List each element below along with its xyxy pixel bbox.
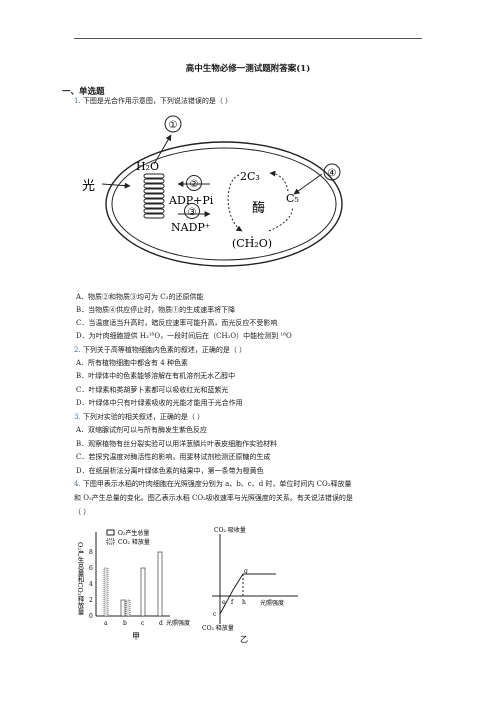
label-circle-1: ① [169,120,178,131]
page-title: 高中生物必修一测试题附答案(1) [185,64,311,74]
header-rule [74,38,422,39]
jia-bar-a-co2 [103,567,109,617]
jia-bar-b-co2 [125,599,131,617]
q3-option-a: A．双缩脲试剂可以与所有酶发生紫色反应 [76,426,208,434]
photosynthesis-diagram: ① 光 H₂O ② ADP+Pi ③ NADP⁺ 2C₃ C₅ 酶 (CH₂O)… [82,115,343,267]
label-c5: C₅ [286,192,299,205]
question-2-stem: 2. 下列关于高等植物细胞内色素的叙述，正确的是（ ） [74,346,246,355]
jia-tick-6: 6 [89,565,93,572]
label-light: 光 [82,179,95,194]
question-number: 1. [74,97,81,105]
yi-ytop: CO₂ 吸收量 [214,526,246,534]
q1-option-c: C．当温度适当升高时，暗反应速率可能升高，而光反应不受影响 [76,319,278,327]
jia-legend-o2: O₂产生总量 [118,529,149,537]
question-4-stem-line3: （ ） [74,508,91,516]
chart-yi: CO₂ 吸收量 g e f h c 光照强度 CO₂ 释放量 乙 [202,526,298,644]
q3-option-b: B．观察植物有丝分裂实验可以用洋葱鳞片叶表皮细胞作实验材料 [76,440,278,448]
q2-option-a: A．所有植物细胞中都含有 4 种色素 [76,359,188,367]
label-h2o: H₂O [136,160,159,173]
yi-xlabel: 光照强度 [260,599,284,607]
q1-option-b: B．当物质④供应停止时，物质①的生成速率将下降 [76,306,236,314]
question-text: 下列对实验的相关叙述，正确的是（ ） [82,413,205,421]
question-4-stem-line2: 和 O₂产生总量的变化。图乙表示水稻 CO₂吸收速率与光照强度的关系。有关说法错… [74,494,353,502]
q1-option-a: A．物质②和物质③均可为 C₃的还原供能 [76,293,204,301]
question-number: 3. [74,413,81,421]
jia-tick-4: 4 [89,581,93,588]
yi-pt-f: f [231,599,234,606]
label-2c3: 2C₃ [240,170,260,183]
label-adp-pi: ADP+Pi [168,194,214,207]
chart-jia: O₂产生总量和CO₂释放量 8 6 4 2 0 O₂产生总量 CO₂ 释放量 a… [76,529,190,641]
yi-caption: 乙 [240,635,248,644]
jia-cat-b: b [123,620,127,627]
jia-cat-a: a [104,620,108,627]
jia-legend-co2: CO₂ 释放量 [118,538,150,546]
section-heading: 一、单选题 [62,87,105,97]
jia-ylabel: O₂产生总量和CO₂释放量 [76,542,84,615]
jia-cat-c: c [141,620,145,627]
question-1-stem: 1. 下图是光合作用示意图，下列说法错误的是（ ） [74,97,232,106]
question-text: 下图是光合作用示意图，下列说法错误的是（ ） [82,97,233,105]
label-enzyme: 酶 [252,200,265,216]
jia-tick-2: 2 [89,597,93,604]
yi-ybottom: CO₂ 释放量 [202,624,234,632]
q2-option-b: B．叶绿体中的色素能够溶解在有机溶剂无水乙醇中 [76,372,236,380]
jia-caption: 甲 [132,632,140,641]
jia-tick-0: 0 [89,613,93,620]
q2-option-c: C．叶绿素和类胡萝卜素都可以吸收红光和蓝紫光 [76,386,229,394]
question-4-stem: 4. 下图甲表示水稻的叶肉细胞在光照强度分别为 a、b、c、d 时，单位时间内 … [74,480,352,489]
question-text: 下列关于高等植物细胞内色素的叙述，正确的是（ ） [82,346,247,354]
q3-option-d: D．在纸层析法分离叶绿体色素的结果中，第一条带为橙黄色 [76,467,264,475]
jia-cat-d: d [159,620,163,627]
yi-pt-h: h [242,599,246,606]
question-number: 4. [74,480,81,488]
question-number: 2. [74,346,81,354]
jia-bar-c-o2 [140,567,146,617]
question-3-stem: 3. 下列对实验的相关叙述，正确的是（ ） [74,413,204,422]
yi-pt-g: g [244,568,248,575]
yi-curve [219,573,276,615]
label-circle-3: ③ [188,207,197,218]
jia-bar-b-o2 [120,599,126,617]
jia-bar-d-o2 [157,551,163,617]
jia-xlabel: 光照强度 [166,619,190,627]
q2-option-d: D．叶绿体中只有叶绿素吸收的光能才能用于光合作用 [76,399,243,407]
q1-option-d: D．为叶肉细胞提供 H₂¹⁸O，一段时间后在（CH₂O）中能检测到 ¹⁸O [76,332,292,340]
label-nadp: NADP⁺ [171,221,211,234]
question-text: 下图甲表示水稻的叶肉细胞在光照强度分别为 a、b、c、d 时，单位时间内 CO₂… [82,480,352,488]
thylakoid-stack [143,173,165,219]
yi-pt-c: c [213,611,217,618]
label-circle-4: ④ [328,168,337,179]
label-ch2o: (CH₂O) [232,237,272,250]
jia-tick-8: 8 [89,549,93,556]
q3-option-c: C．若探究温度对酶活性的影响，用斐林试剂检测还原糖的生成 [76,453,271,461]
outer-membrane [105,141,343,267]
inner-membrane [111,147,337,261]
yi-pt-e: e [222,599,226,606]
